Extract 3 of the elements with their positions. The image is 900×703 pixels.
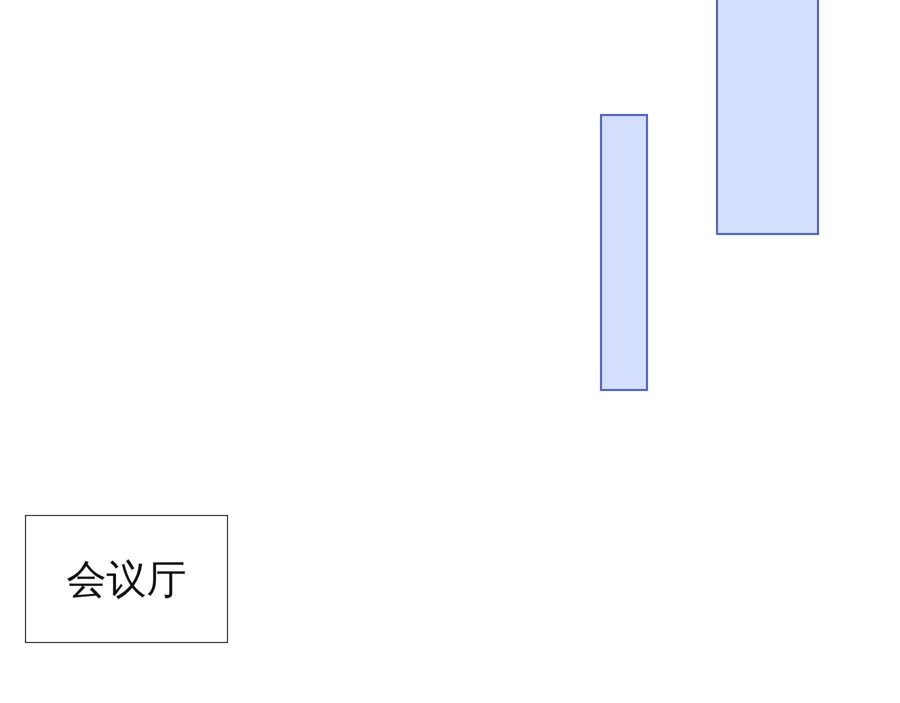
room-block [716, 0, 819, 235]
room-block [600, 114, 648, 391]
room-box: 会议厅 [25, 515, 228, 643]
